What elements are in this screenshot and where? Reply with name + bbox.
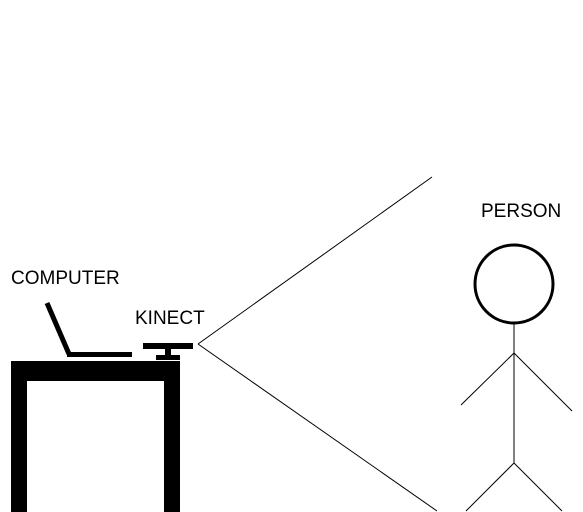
kinect-neck [165, 349, 171, 357]
stick-figure-right-leg [513, 462, 563, 512]
laptop-base [67, 352, 132, 357]
desk-top [11, 361, 180, 381]
field-of-view-lines [197, 176, 438, 512]
stick-figure-head [473, 243, 555, 325]
desk-leg-right [164, 361, 180, 512]
laptop-screen [44, 302, 72, 355]
person-label: PERSON [481, 201, 562, 222]
computer-label: COMPUTER [11, 268, 120, 289]
kinect-label: KINECT [135, 308, 205, 329]
stick-figure-right-arm [513, 352, 573, 412]
kinect-stand [156, 355, 180, 360]
desk-leg-left [11, 361, 27, 512]
kinect-bar [143, 343, 193, 349]
stick-figure-left-leg [465, 462, 515, 512]
fov-upper-line [197, 176, 433, 345]
stick-figure-icon [460, 243, 573, 512]
desk [11, 361, 180, 512]
fov-lower-line [197, 343, 438, 512]
kinect-sensor-icon [143, 343, 193, 360]
stick-figure-left-arm [460, 352, 515, 406]
laptop-icon [44, 302, 132, 357]
